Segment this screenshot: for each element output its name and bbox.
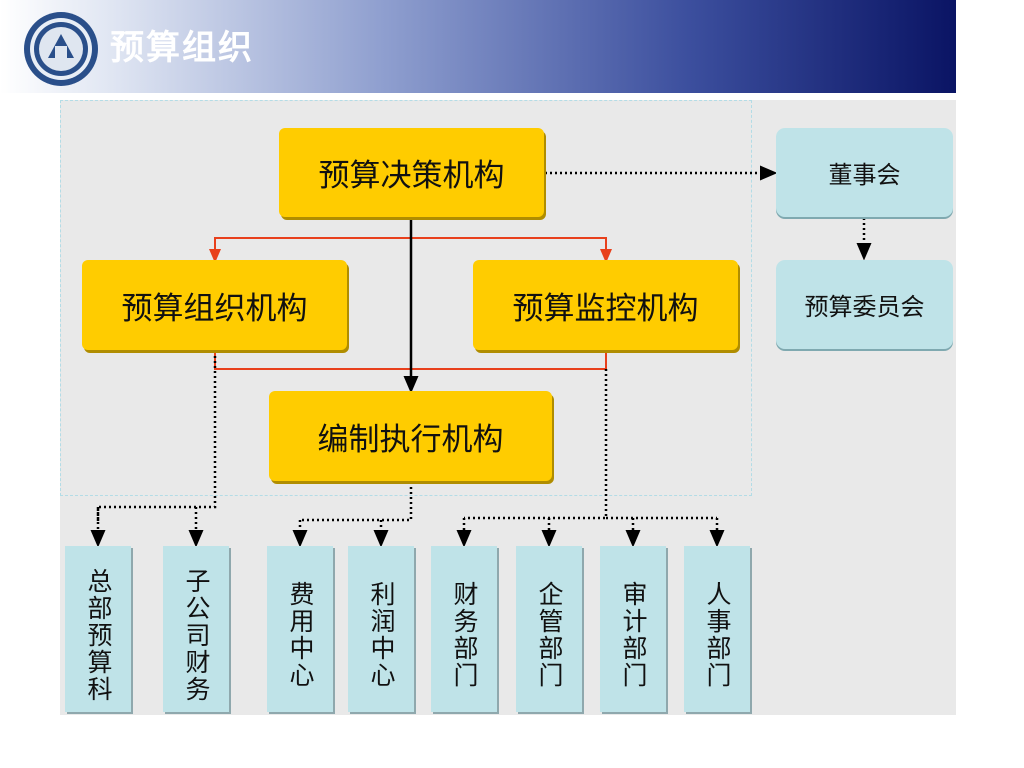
node-budget-committee: 预算委员会 <box>776 260 953 349</box>
node-budget-monitor: 预算监控机构 <box>473 260 738 350</box>
dept-audit: 审计部门 <box>600 546 666 712</box>
node-budget-organize: 预算组织机构 <box>82 260 347 350</box>
page-title: 预算组织 <box>110 28 254 68</box>
dept-subsidiary-finance: 子公司财务 <box>163 546 229 712</box>
dept-profit-center: 利润中心 <box>348 546 414 712</box>
dept-finance: 财务部门 <box>431 546 497 712</box>
dept-hq-budget: 总部预算科 <box>65 546 131 712</box>
node-board: 董事会 <box>776 128 953 217</box>
connector-execute-depts <box>300 482 413 522</box>
connector-organize-depts <box>96 351 217 522</box>
header-banner: 预算组织 <box>0 0 956 93</box>
inner-frame <box>60 100 752 496</box>
dept-hr: 人事部门 <box>684 546 750 712</box>
node-budget-execute: 编制执行机构 <box>269 391 552 481</box>
dept-cost-center: 费用中心 <box>267 546 333 712</box>
dept-management: 企管部门 <box>516 546 582 712</box>
node-budget-decision: 预算决策机构 <box>279 128 544 217</box>
university-seal-icon <box>24 12 98 86</box>
